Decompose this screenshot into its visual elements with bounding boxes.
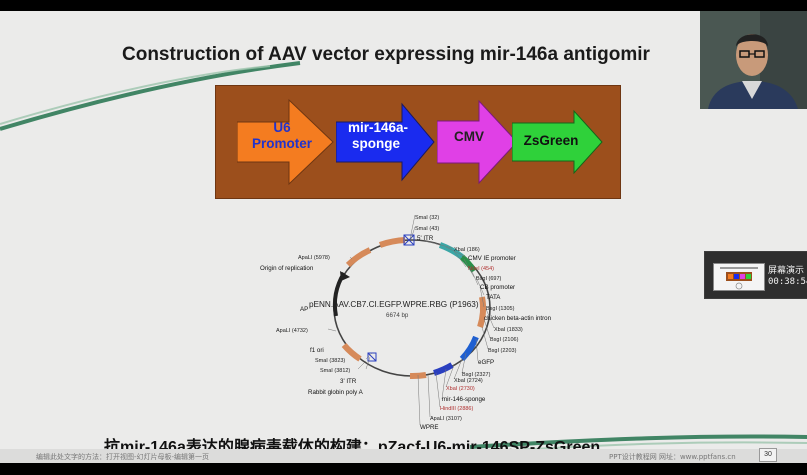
site-bsgi-2106: BsgI (2106) <box>490 337 519 343</box>
site-ndei-454: NdeI (454) <box>468 266 494 272</box>
slide-title: Construction of AAV vector expressing mi… <box>122 44 650 65</box>
presenter-icon <box>700 11 807 109</box>
cmv-label: CMV <box>454 129 484 144</box>
page-number: 30 <box>759 448 777 462</box>
feature-ap: AP <box>300 306 308 313</box>
feature-sponge: mir-146-sponge <box>442 396 486 403</box>
site-xbai-1833: XbaI (1833) <box>494 327 523 333</box>
screen-share-title: 屏幕演示 <box>768 266 805 276</box>
site-bsgi-1305: BsgI (1305) <box>486 306 515 312</box>
site-bsgi-2327: BsgI (2327) <box>462 372 491 378</box>
site-apali-5978: ApaLI (5978) <box>298 255 330 261</box>
footer-right-text: PPT设计教程网 网址：www.pptfans.cn <box>609 453 736 461</box>
site-apali-4732: ApaLI (4732) <box>276 328 308 334</box>
site-smai-3823: SmaI (3823) <box>315 358 345 364</box>
site-bsgi-2203: BsgI (2203) <box>488 348 517 354</box>
plasmid-size: 6674 bp <box>386 312 409 319</box>
zsgreen-label: ZsGreen <box>523 133 579 148</box>
sponge-label-line2: sponge <box>351 136 400 151</box>
sponge-arrow <box>336 102 435 182</box>
expression-cassette-diagram: U6 Promoter mir-146a- sponge CMV ZsGreen <box>215 85 621 199</box>
plasmid-name: pENN.AAV.CB7.CI.EGFP.WPRE.RBG (P1963) <box>309 300 479 309</box>
u6-label-line1: U6 <box>273 120 291 135</box>
u6-promoter-arrow <box>237 98 334 186</box>
sponge-label-line1: mir-146a- <box>347 120 409 135</box>
slide: Construction of AAV vector expressing mi… <box>0 11 807 463</box>
site-xbai-2730: XbaI (2730) <box>446 386 475 392</box>
site-apali-3107: ApaLI (3107) <box>430 416 462 422</box>
screen-share-popup[interactable]: 屏幕演示 00:38:54 <box>704 251 807 299</box>
feature-3-itr: 3' ITR <box>340 378 357 385</box>
feature-egfp: eGFP <box>478 359 494 366</box>
cmv-arrow <box>437 99 518 185</box>
screen-share-thumbnail[interactable] <box>713 263 765 291</box>
site-smai-43: SmaI (43) <box>415 226 439 232</box>
footer-left-text: 编辑此处文字的方法：打开视图-幻灯片母板-编辑第一页 <box>36 453 210 461</box>
feature-wpre: WPRE <box>420 424 439 431</box>
feature-rabbit-globin: Rabbit globin poly A <box>308 389 364 396</box>
feature-f1-ori: f1 ori <box>310 347 324 354</box>
feature-cb-promoter: CB promoter <box>480 284 515 291</box>
decorative-swoosh <box>0 61 807 452</box>
feature-origin-of-replication: Origin of replication <box>260 265 314 272</box>
webcam-video[interactable] <box>700 11 807 109</box>
zsgreen-arrow <box>512 109 603 175</box>
footer-bar <box>0 449 807 463</box>
site-xbai-2724: XbaI (2724) <box>454 378 483 384</box>
site-bsgi-697: BsgI (697) <box>476 276 502 282</box>
feature-cmv-ie: CMV IE promoter <box>468 255 516 262</box>
site-smai-32: SmaI (32) <box>415 215 439 221</box>
feature-tata: TATA <box>486 294 501 301</box>
site-hindiii-2886: HindIII (2886) <box>440 406 473 412</box>
u6-label-line2: Promoter <box>251 136 312 151</box>
site-smai-3812: SmaI (3812) <box>320 368 350 374</box>
thumbnail-slide-icon <box>714 264 764 290</box>
feature-intron: chicken beta-actin intron <box>484 315 552 322</box>
site-xbai-186: XbaI (186) <box>454 247 480 253</box>
plasmid-map: SmaI (32) SmaI (43) 5' ITR XbaI (186) CM… <box>260 214 552 431</box>
screen-share-timer: 00:38:54 <box>768 277 807 287</box>
feature-5-itr: 5' ITR <box>417 235 434 242</box>
